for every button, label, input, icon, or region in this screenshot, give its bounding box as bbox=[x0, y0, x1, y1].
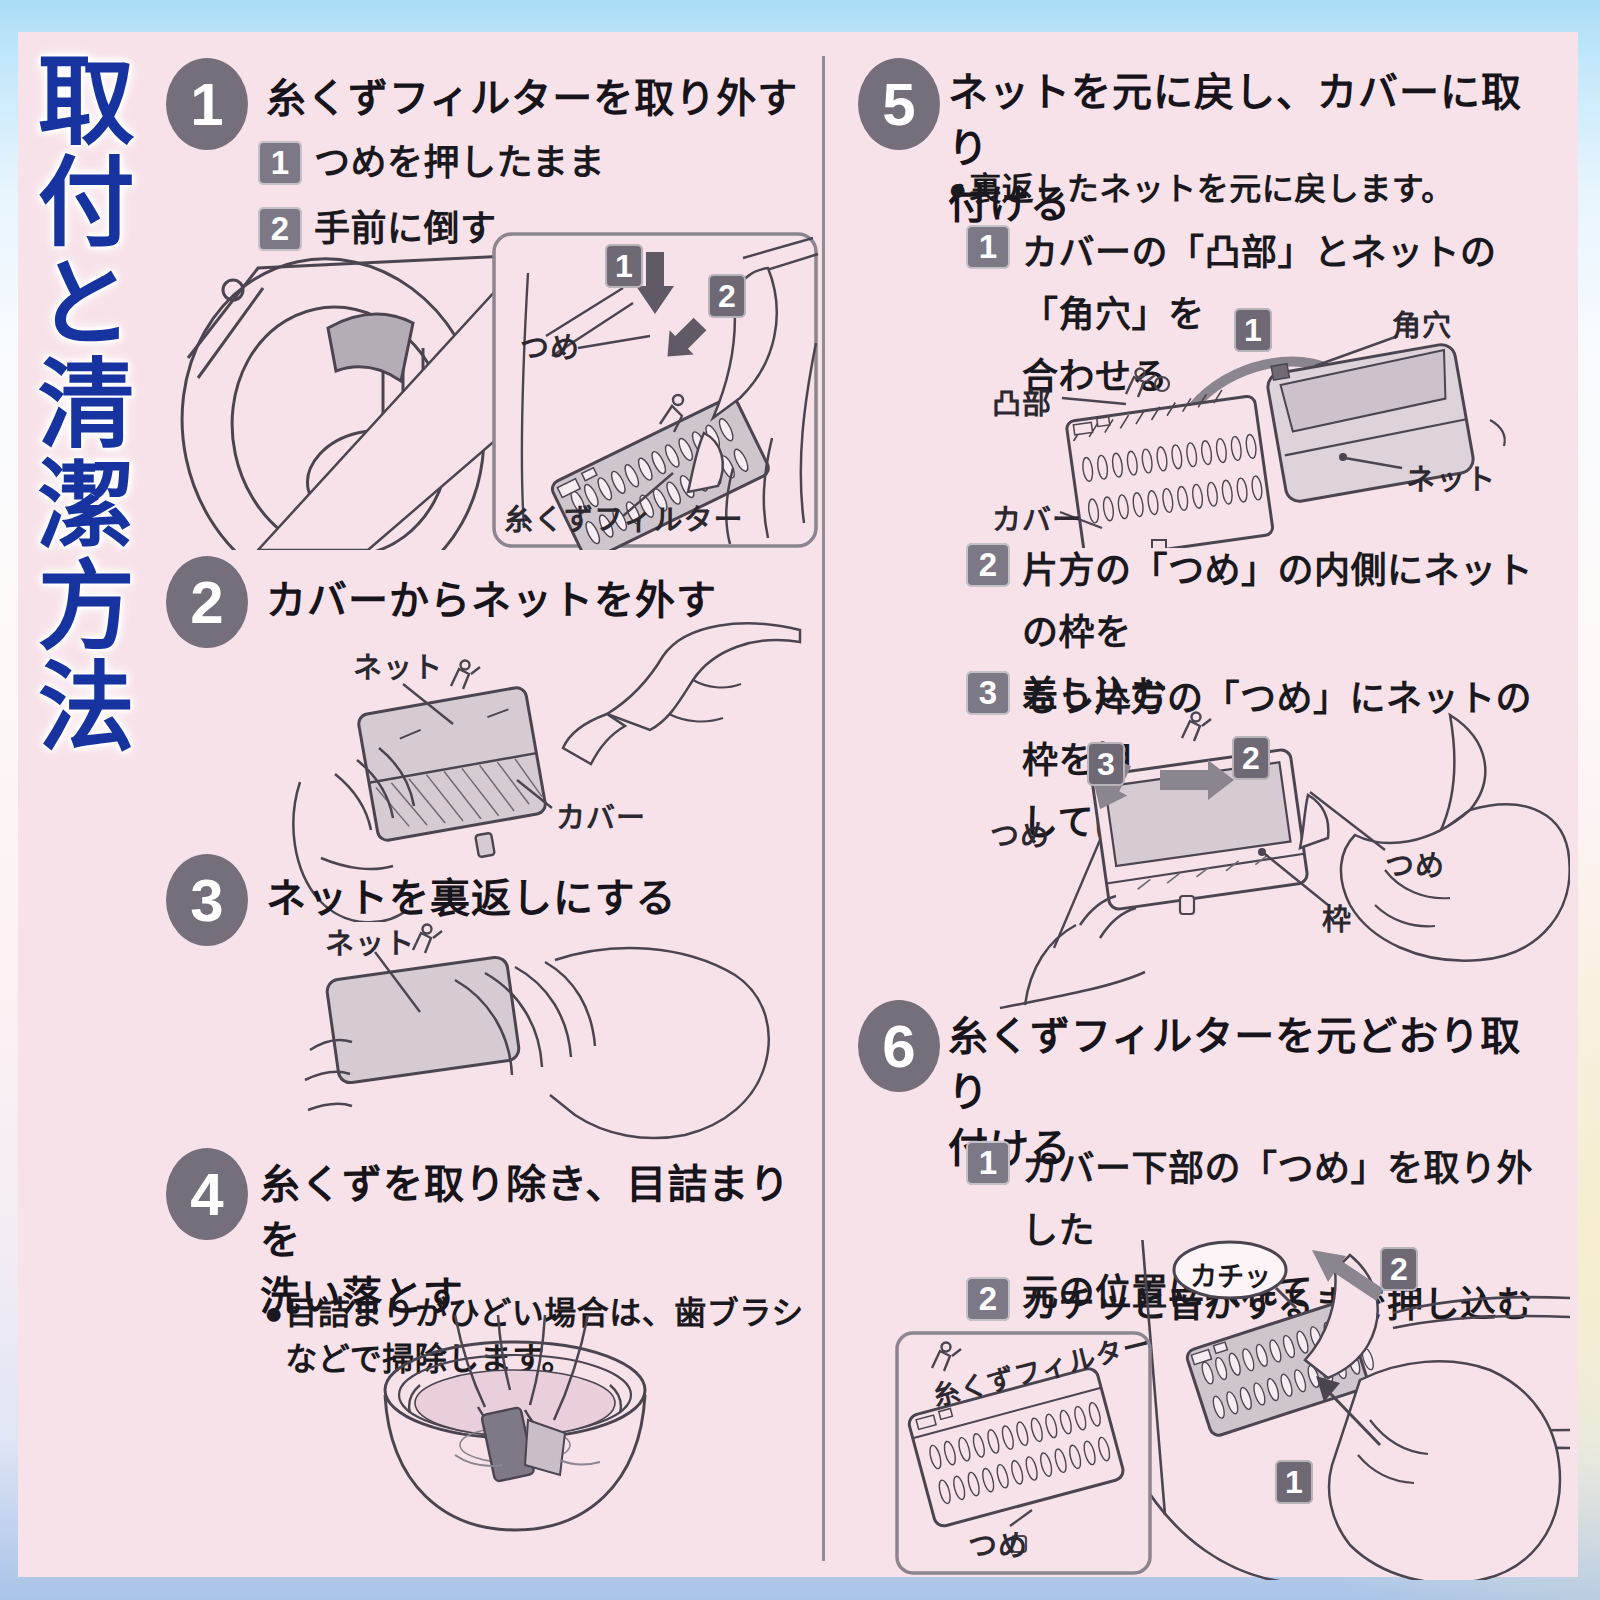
label-net: ネット bbox=[353, 644, 443, 686]
substep-1-number: 1 bbox=[258, 141, 302, 185]
substep-1-number: 1 bbox=[966, 225, 1010, 269]
step-3-title: ネットを裏返しにする bbox=[266, 870, 826, 926]
step-1-substep-1: 1 つめを押したまま bbox=[258, 138, 798, 188]
step-5-tag-1: 1 bbox=[1234, 308, 1272, 352]
step-5-illustration-b: 3 2 つめ つめ 枠 bbox=[930, 700, 1570, 1010]
label-cover: カバー bbox=[992, 496, 1082, 538]
step-5-tag-3: 3 bbox=[1087, 742, 1125, 786]
step-3-number: 3 bbox=[166, 854, 248, 946]
label-totsubu: 凸部 bbox=[992, 380, 1052, 422]
step-1-tag-2: 2 bbox=[708, 274, 746, 318]
step-6-tag-1: 1 bbox=[1275, 1460, 1313, 1504]
step-5-number: 5 bbox=[858, 58, 940, 150]
step-6-illustration: カチッ 2 1 糸くずフィルター つめ bbox=[880, 1240, 1570, 1580]
label-waku: 枠 bbox=[1322, 896, 1352, 938]
step-4-illustration bbox=[360, 1315, 780, 1600]
label-kakuana: 角穴 bbox=[1392, 302, 1452, 344]
label-net: ネット bbox=[325, 920, 415, 962]
label-click-sound: カチッ bbox=[1190, 1255, 1271, 1294]
label-lint-filter: 糸くずフィルター bbox=[504, 496, 743, 538]
label-tsume: つめ bbox=[968, 1522, 1028, 1564]
step-1-title: 糸くずフィルターを取り外す bbox=[266, 70, 826, 126]
step-5-tag-2: 2 bbox=[1232, 736, 1270, 780]
step-6-tag-2: 2 bbox=[1380, 1247, 1418, 1291]
step-5-illustration-a: 1 角穴 凸部 カバー ネット bbox=[930, 300, 1570, 548]
label-net: ネット bbox=[1406, 456, 1496, 498]
page-title: 取付と清潔方法 bbox=[22, 50, 129, 757]
step-1-illustration: 1 2 つめ 糸くずフィルター bbox=[168, 228, 828, 550]
label-tsume-right: つめ bbox=[1385, 842, 1445, 884]
bullet-icon: ● bbox=[948, 166, 967, 212]
step-3-illustration: ネット bbox=[255, 920, 810, 1190]
label-tsume-left: つめ bbox=[990, 812, 1050, 854]
step-2-title: カバーからネットを外す bbox=[266, 572, 826, 628]
step-4-number: 4 bbox=[166, 1148, 248, 1240]
substep-1-number: 1 bbox=[966, 1141, 1010, 1185]
label-cover: カバー bbox=[556, 794, 646, 836]
bullet-icon: ● bbox=[264, 1290, 283, 1383]
step-1-tag-1: 1 bbox=[605, 244, 643, 288]
step-6-number: 6 bbox=[858, 1000, 940, 1092]
step-1-number: 1 bbox=[166, 58, 248, 150]
step-5-note: ● 裏返したネットを元に戻します。 bbox=[948, 166, 1548, 212]
label-tsume: つめ bbox=[520, 324, 580, 366]
substep-1-text: つめを押したまま bbox=[314, 138, 605, 188]
substep-2-number: 2 bbox=[966, 543, 1010, 587]
rinse-basin-drawing bbox=[360, 1315, 780, 1600]
step-2-number: 2 bbox=[166, 556, 248, 648]
